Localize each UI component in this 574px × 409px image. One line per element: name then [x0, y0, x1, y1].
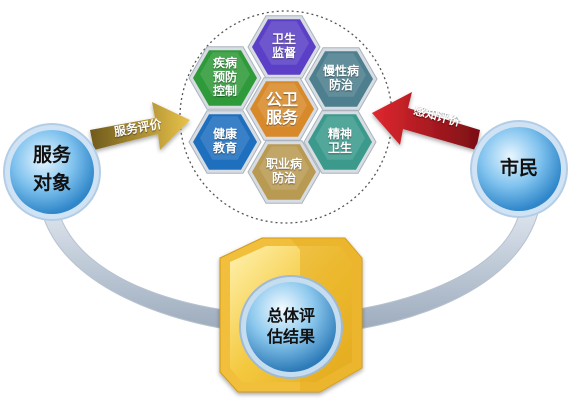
left-node[interactable] — [3, 123, 101, 221]
hexagon-cluster — [188, 15, 378, 204]
right-arrow — [372, 92, 480, 150]
hexagon-lower-left[interactable] — [188, 110, 262, 174]
hexagon-top[interactable] — [247, 15, 321, 79]
hexagon-bottom[interactable] — [247, 140, 321, 204]
hexagon-upper-right[interactable] — [304, 47, 378, 111]
hexagon-center[interactable] — [245, 77, 319, 141]
result-node — [239, 275, 343, 379]
right-node[interactable] — [470, 120, 568, 218]
hexagon-lower-right[interactable] — [303, 110, 377, 174]
hexagon-upper-left[interactable] — [188, 46, 262, 110]
left-arrow — [90, 102, 190, 150]
